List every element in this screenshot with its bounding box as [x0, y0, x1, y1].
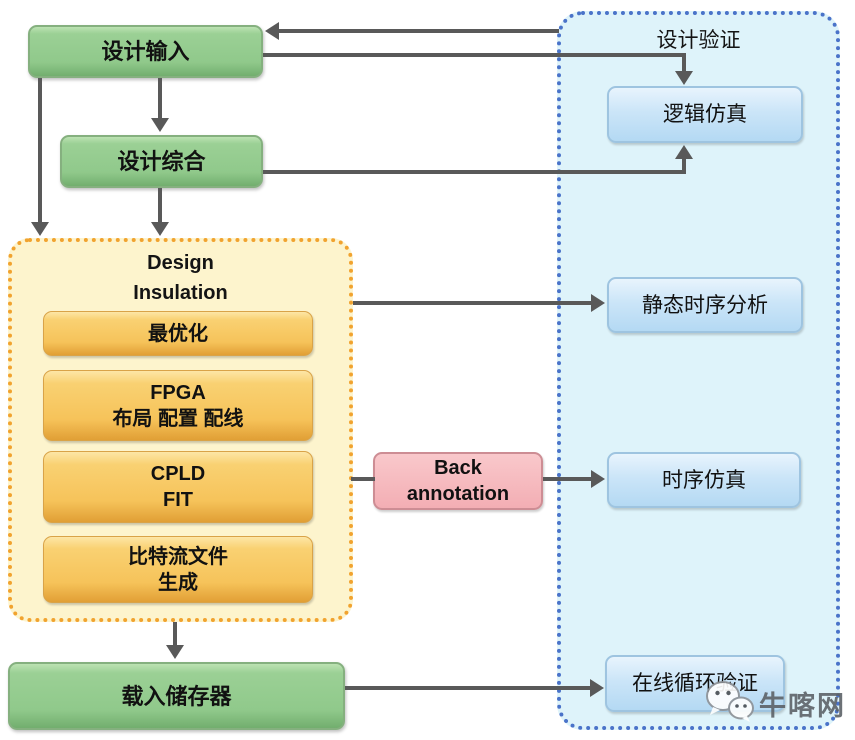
arrow-insulation-to-sta-line [353, 301, 593, 305]
arrow-input-to-insulation-line [38, 78, 42, 225]
node-load-memory: 载入储存器 [8, 662, 345, 730]
arrow-feedback-to-design-input-line [278, 29, 559, 33]
node-design-input-label: 设计输入 [101, 39, 190, 64]
arrow-synth-to-insulation-line [158, 188, 162, 225]
arrow-loadmem-to-online-head [590, 679, 604, 697]
arrow-synth-to-logicsim-head [675, 145, 693, 159]
node-bitstream-generation: 比特流文件 生成 [43, 536, 313, 603]
node-back-annotation: Back annotation [373, 452, 543, 510]
insulation-title-line2: Insulation [133, 282, 228, 304]
arrow-bitstream-to-loadmem-head [166, 645, 184, 659]
node-optimization: 最优化 [43, 311, 313, 356]
node-logic-simulation-label: 逻辑仿真 [663, 103, 747, 126]
node-logic-simulation: 逻辑仿真 [607, 86, 803, 143]
node-back-annotation-line2: annotation [406, 483, 510, 505]
arrow-synth-to-logicsim-vline [682, 158, 686, 174]
node-cpld-fit: CPLD FIT [43, 451, 313, 523]
node-design-synthesis: 设计综合 [60, 135, 263, 188]
arrow-synth-to-logicsim-hline [263, 170, 686, 174]
arrow-feedback-to-design-input-head [265, 22, 279, 40]
node-cpld-label-line2: FIT [163, 489, 193, 511]
node-static-timing-analysis: 静态时序分析 [607, 277, 803, 333]
node-back-annotation-line1: Back [434, 457, 482, 479]
insulation-title-line1: Design [147, 252, 214, 274]
arrow-loadmem-to-online-line [345, 686, 592, 690]
arrow-synth-to-insulation-head [151, 222, 169, 236]
node-static-timing-analysis-label: 静态时序分析 [642, 293, 768, 317]
node-fpga-place-route: FPGA 布局 配置 配线 [43, 370, 313, 441]
arrow-backannotation-to-timingsim-line [543, 477, 593, 481]
node-bitstream-label-line1: 比特流文件 [128, 545, 228, 568]
node-bitstream-label-line2: 生成 [158, 571, 198, 594]
wechat-bubbles-icon [703, 678, 757, 729]
node-online-loop-verification: 在线循环验证 [605, 655, 785, 712]
node-optimization-label: 最优化 [148, 322, 208, 345]
arrow-insulation-to-sta-head [591, 294, 605, 312]
arrow-input-to-insulation-head [31, 222, 49, 236]
arrow-input-to-logicsim-vline [682, 53, 686, 73]
arrow-input-to-logicsim-head [675, 71, 693, 85]
node-fpga-label-line2: 布局 配置 配线 [112, 407, 244, 430]
node-design-synthesis-label: 设计综合 [117, 149, 206, 174]
node-fpga-label-line1: FPGA [150, 381, 206, 404]
verification-title: 设计验证 [656, 29, 741, 52]
watermark: 牛喀网 [703, 678, 846, 729]
arrow-input-to-synth-head [151, 118, 169, 132]
node-design-input: 设计输入 [28, 25, 263, 78]
arrow-input-to-synth-line [158, 78, 162, 121]
node-timing-simulation: 时序仿真 [607, 452, 801, 508]
arrow-input-to-logicsim-hline [263, 53, 686, 57]
line-insulation-to-backannotation [351, 477, 375, 481]
node-load-memory-label: 载入储存器 [121, 683, 232, 709]
arrow-bitstream-to-loadmem-line [173, 622, 177, 648]
node-timing-simulation-label: 时序仿真 [662, 468, 746, 492]
arrow-backannotation-to-timingsim-head [591, 470, 605, 488]
watermark-text: 牛喀网 [759, 691, 846, 721]
node-cpld-label-line1: CPLD [150, 463, 206, 485]
